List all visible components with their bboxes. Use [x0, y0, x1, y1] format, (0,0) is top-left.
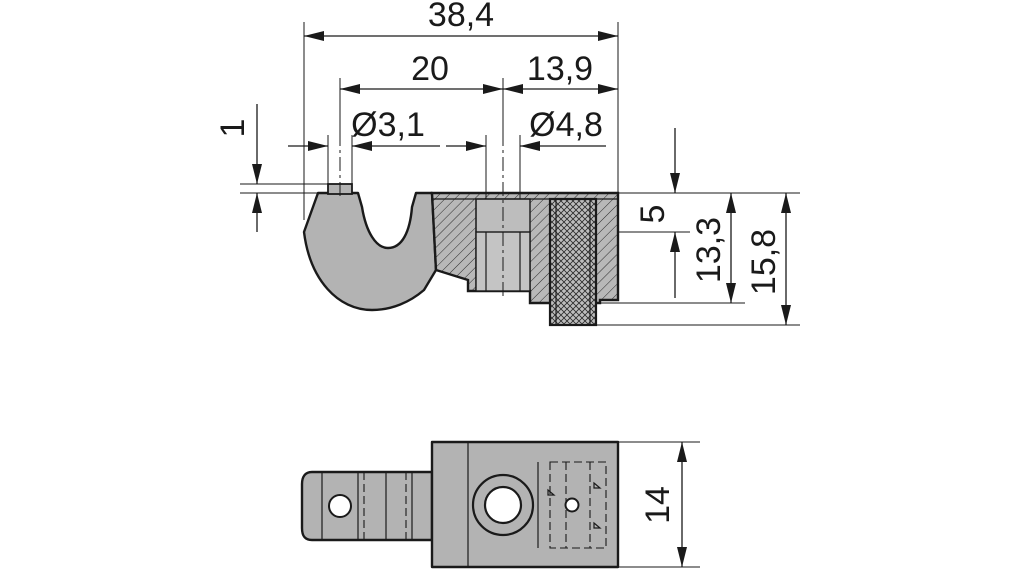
- dim-overall-length: 38,4: [428, 0, 494, 34]
- dim-right-offset: 13,9: [527, 50, 593, 88]
- hidden-nut-outline: [549, 461, 607, 549]
- knurled-nut: [548, 197, 598, 327]
- top-view: [300, 440, 620, 569]
- side-view-dimensions: 38,4 20 13,9 Ø3,1 Ø4,8 1: [214, 0, 800, 326]
- dim-lip-height: 1: [214, 119, 252, 138]
- large-bore-hole: [483, 485, 523, 525]
- dim-width: 14: [639, 486, 677, 524]
- side-view: [302, 132, 620, 327]
- dim-body-height: 13,3: [690, 217, 728, 283]
- tongue-hole: [328, 494, 352, 518]
- dim-hole-spacing: 20: [411, 50, 449, 88]
- dim-slot-depth: 5: [634, 205, 672, 224]
- body-hole: [564, 497, 580, 513]
- dim-small-bore: Ø3,1: [351, 106, 425, 144]
- hook-body: [302, 191, 438, 312]
- tongue: [300, 470, 434, 542]
- top-view-dimensions: 14: [618, 441, 700, 568]
- dim-total-height: 15,8: [745, 229, 783, 295]
- dim-large-bore: Ø4,8: [529, 106, 603, 144]
